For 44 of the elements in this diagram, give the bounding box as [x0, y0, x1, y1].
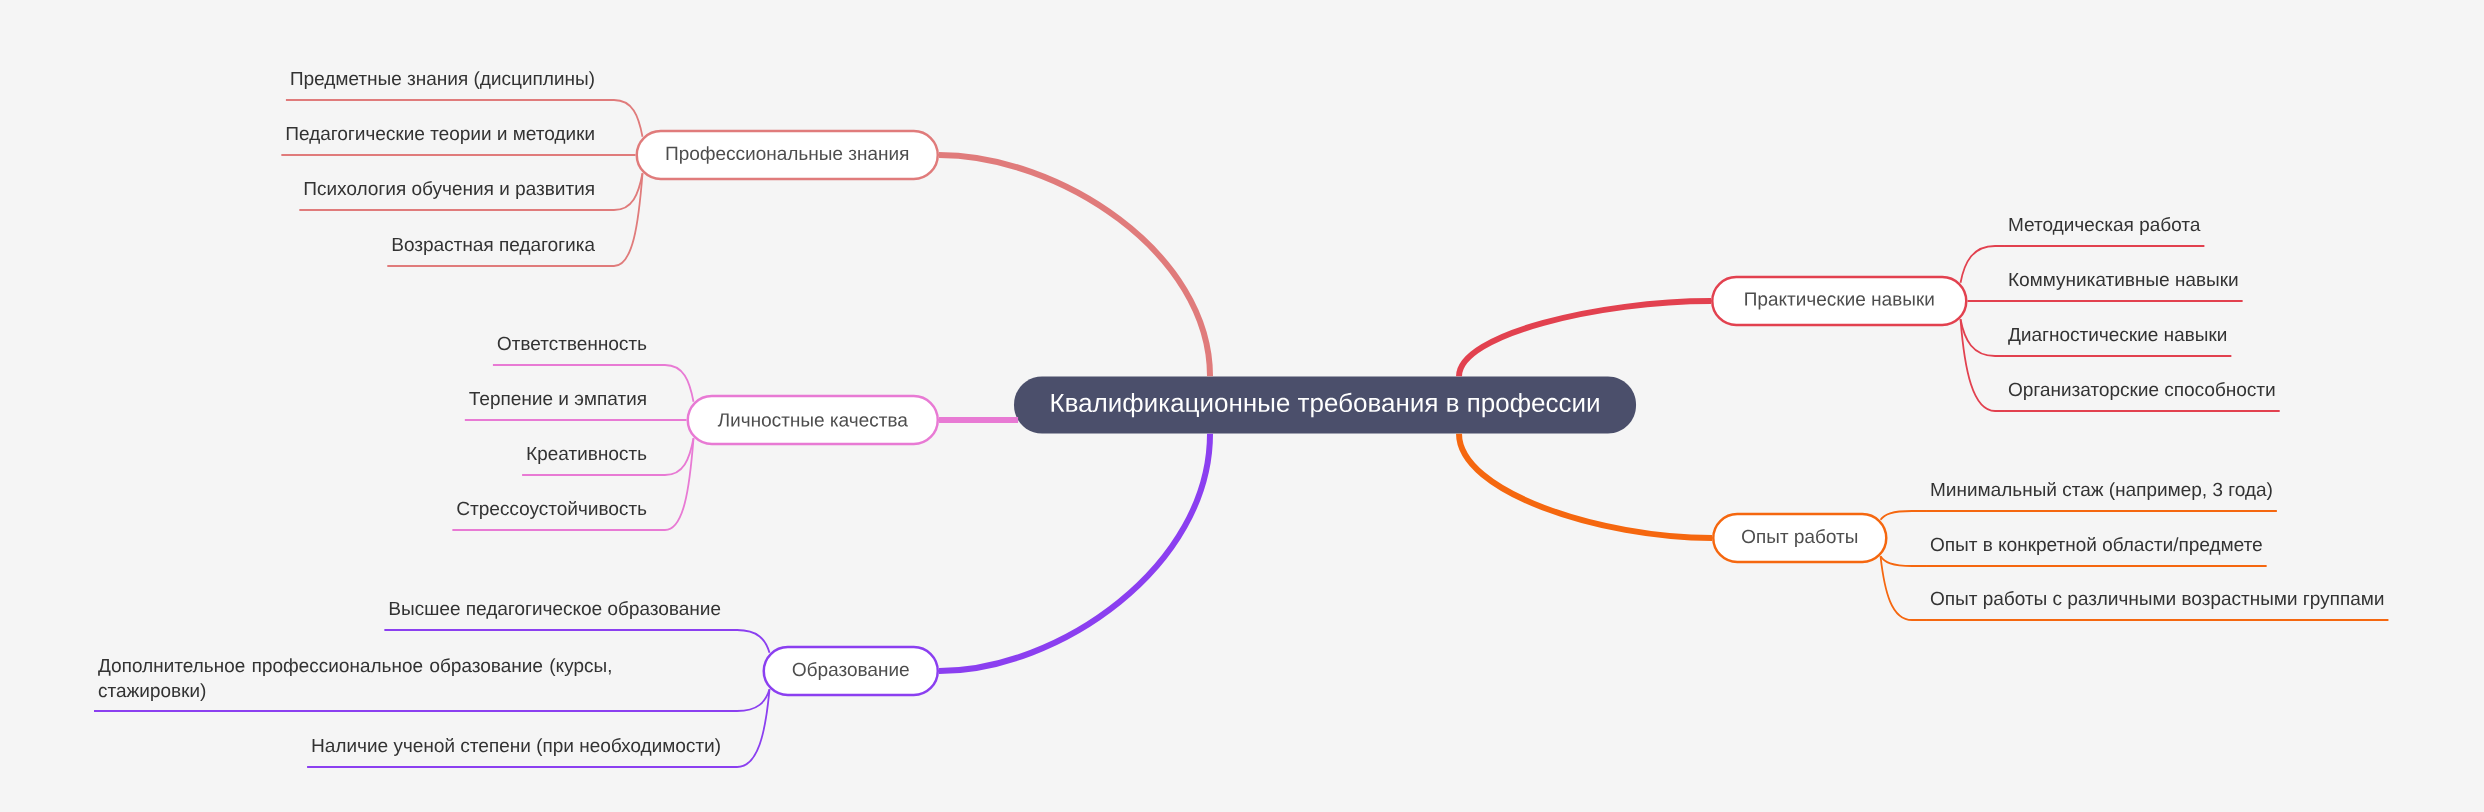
central-topic-box: Квалификационные требования в профессии: [1014, 376, 1636, 434]
connector-line: [1879, 510, 1927, 521]
underlined-text: Предметные знания (дисциплины): [285, 71, 600, 101]
underlined-text: Психология обучения и развития: [298, 181, 600, 211]
underlined-text: Стрессоустойчивость: [451, 500, 652, 531]
connector-line: [938, 152, 1213, 377]
underlined-text: Высшее педагогическое образование: [383, 601, 726, 631]
underlined-text: Креативность: [521, 446, 652, 476]
underlined-text: Ответственность: [492, 336, 652, 366]
connector-line: [1456, 298, 1712, 378]
underlined-text: Коммуникативные навыки: [2003, 272, 2244, 302]
connector-line: [650, 364, 695, 403]
connector-line: [724, 629, 771, 654]
underlined-text: Наличие ученой степени (при необходимости): [306, 737, 726, 768]
connector-line: [1879, 555, 1927, 621]
underlined-text: Опыт работы с различными возрастными группами: [1925, 591, 2390, 621]
underlined-text: Дополнительное профессиональное образование (курсы, стажировки): [93, 658, 663, 712]
connector-line: [650, 419, 688, 421]
underlined-text: Организаторские способности: [2003, 382, 2281, 412]
topic-box: Образование: [762, 645, 939, 697]
underlined-text: Опыт в конкретной области/предмете: [1925, 536, 2268, 567]
topic-box: Профессиональные знания: [635, 129, 939, 181]
underlined-text: Педагогические теории и методики: [280, 126, 600, 156]
underlined-text: Методическая работа: [2003, 217, 2206, 247]
connector-line: [1966, 300, 2005, 302]
underlined-text: Диагностические навыки: [2003, 327, 2233, 357]
connector-line: [939, 417, 1019, 423]
topic-box: Практические навыки: [1711, 275, 1968, 327]
connector-line: [938, 433, 1213, 674]
connector-line: [598, 154, 637, 156]
underlined-text: Минимальный стаж (например, 3 года): [1925, 481, 2278, 512]
connector-line: [1879, 555, 1927, 567]
underlined-text: Терпение и эмпатия: [463, 391, 652, 421]
connector-line: [724, 688, 771, 768]
underlined-text: Возрастная педагогика: [386, 237, 600, 267]
connector-line: [1959, 245, 2005, 284]
connector-line: [1456, 433, 1713, 541]
connector-line: [1959, 318, 2005, 412]
connector-line: [598, 99, 644, 138]
connector-line: [598, 172, 644, 267]
connector-line: [650, 437, 695, 531]
topic-box: Опыт работы: [1712, 512, 1888, 564]
connector-line: [661, 688, 771, 712]
topic-box: Личностные качества: [686, 394, 939, 446]
